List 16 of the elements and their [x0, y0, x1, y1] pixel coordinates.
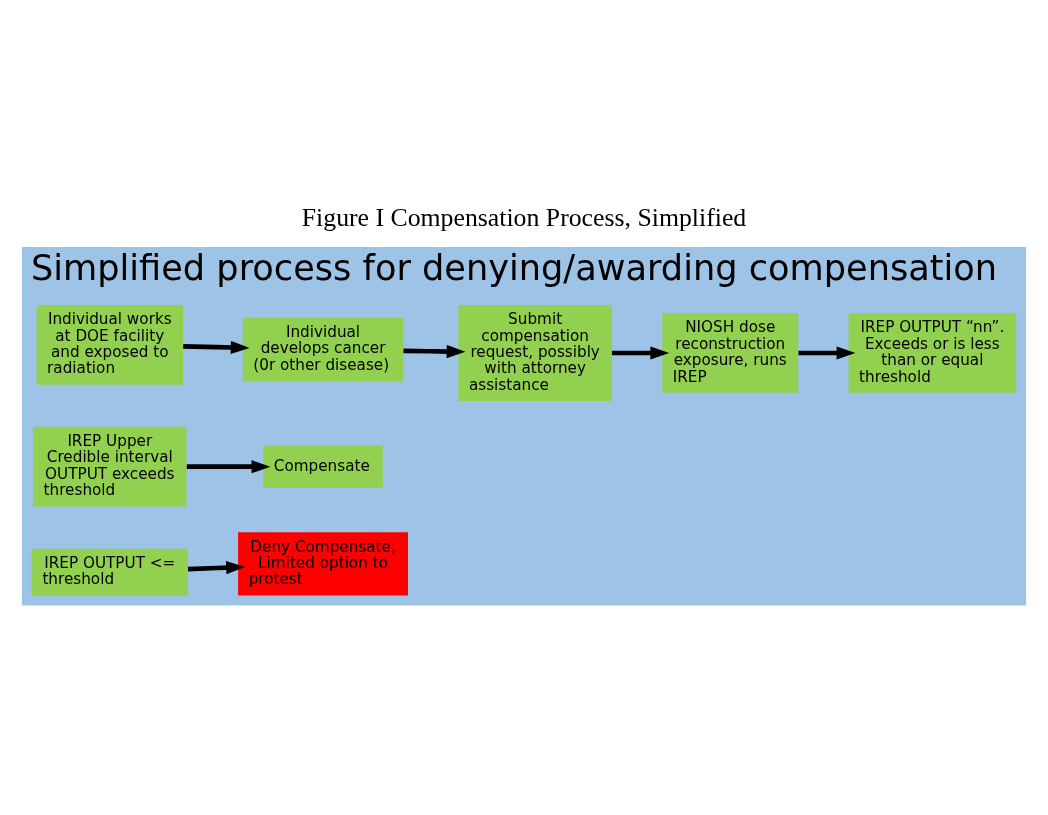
node-box: Compensate: [263, 445, 383, 488]
node-box: Submit compensation request, possibly with attorney assistance: [458, 304, 612, 402]
arrow: [403, 344, 466, 359]
node-box: NIOSH dose reconstruction exposure, runs IREP: [662, 313, 799, 393]
node-box: IREP OUTPUT <= threshold: [31, 548, 188, 596]
diagram-title: Figure I Compensation Process, Simplified: [301, 203, 747, 232]
node-box: Individual develops cancer (0r other disease): [242, 317, 404, 382]
node-box: Deny Compensate, Limited option to protest: [238, 532, 408, 596]
arrow: [186, 460, 271, 474]
node-box: IREP Upper Credible interval OUTPUT exceeds threshold: [33, 426, 187, 507]
arrow: [183, 340, 250, 355]
arrow: [798, 346, 856, 360]
arrow: [187, 561, 246, 575]
arrow: [611, 346, 670, 360]
node-box: IREP OUTPUT “nn”. Exceeds or is less than or equal threshold: [848, 313, 1017, 393]
node-box: Individual works at DOE facility and exposed to radiation: [36, 304, 183, 385]
